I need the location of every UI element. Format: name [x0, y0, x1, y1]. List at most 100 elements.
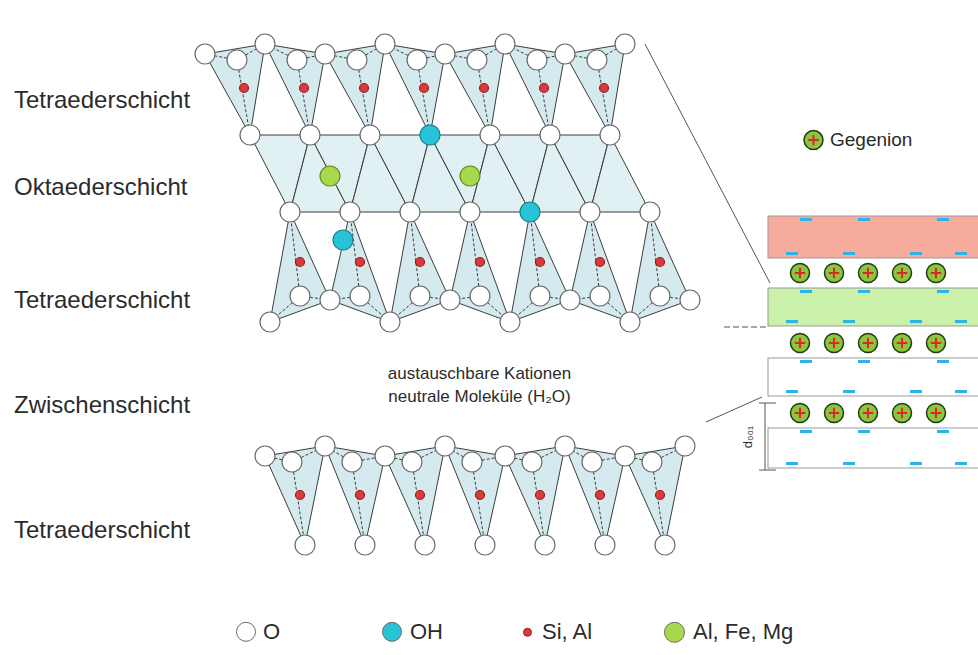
oxygen-atom: [680, 290, 700, 310]
legend-swatch: [664, 621, 685, 642]
plus-sign: [867, 408, 869, 418]
bond-line: [477, 60, 490, 135]
zoom-line: [724, 327, 766, 328]
counter-ion-disc: [859, 264, 878, 283]
silicon-atom: [296, 258, 305, 267]
oxygen-atom: [675, 436, 695, 456]
counter-ion-disc: [893, 404, 912, 423]
oxygen-atom: [402, 452, 422, 472]
plus-sign: [813, 135, 815, 145]
plus-sign: [833, 408, 835, 418]
counter-ion: [825, 334, 844, 353]
counter-ion-disc: [859, 334, 878, 353]
bond-line: [352, 462, 365, 545]
silicon-atom: [536, 491, 545, 500]
silicon-atom: [296, 491, 305, 500]
oxygen-atom: [315, 436, 335, 456]
oxygen-atom: [527, 50, 547, 70]
oxygen-atom: [615, 446, 635, 466]
counter-ion: [791, 404, 810, 423]
oxygen-atom: [360, 125, 380, 145]
legend-text: O: [263, 619, 280, 645]
surface-charge: [800, 218, 812, 221]
layer-label: Oktaederschicht: [14, 173, 187, 202]
oxygen-atom: [500, 312, 520, 332]
oxygen-atom: [475, 535, 495, 555]
counter-ion: [927, 334, 946, 353]
layer-bands: [768, 216, 978, 468]
bond-line: [597, 60, 610, 135]
surface-charge: [955, 320, 967, 323]
surface-charge: [955, 252, 967, 255]
plus-sign: [799, 408, 801, 418]
legend-swatch: [236, 622, 256, 642]
zoom-line: [706, 397, 762, 422]
oxygen-atom: [320, 290, 340, 310]
oxygen-atom: [530, 286, 550, 306]
oxygen-atom: [355, 535, 375, 555]
counter-ion-disc: [893, 334, 912, 353]
spacing-label: d₀₀₁: [740, 426, 756, 448]
oxygen-atom: [342, 452, 362, 472]
surface-charge: [786, 320, 798, 323]
oxygen-atom: [620, 312, 640, 332]
oxygen-atom: [350, 286, 370, 306]
legend-item: OH: [382, 619, 443, 645]
counter-ion-disc: [791, 334, 810, 353]
oxygen-atom: [650, 286, 670, 306]
surface-charge: [800, 430, 812, 433]
bond-line: [532, 462, 545, 545]
legend-text: Gegenion: [830, 129, 912, 152]
oxygen-atom: [240, 125, 260, 145]
surface-charge: [843, 462, 855, 465]
counter-ion-disc: [927, 404, 946, 423]
oxygen-atom: [407, 50, 427, 70]
bond-line: [537, 60, 550, 135]
bond-line: [592, 462, 605, 545]
bond-line: [417, 60, 430, 135]
plus-sign: [901, 268, 903, 278]
counter-ion: [927, 264, 946, 283]
oxygen-atom: [615, 34, 635, 54]
bond-line: [237, 60, 250, 135]
silicon-atom: [476, 491, 485, 500]
surface-charge: [800, 360, 812, 363]
surface-charge: [858, 360, 870, 363]
surface-charge: [955, 390, 967, 393]
oxygen-atom: [440, 290, 460, 310]
counter-ion-disc: [825, 404, 844, 423]
plus-sign: [935, 408, 937, 418]
surface-charge: [843, 252, 855, 255]
oxygen-atom: [347, 50, 367, 70]
counter-ion: [825, 264, 844, 283]
silicon-atom: [360, 84, 369, 93]
hydroxyl-atom: [520, 202, 540, 222]
legend-item: Si, Al: [523, 619, 592, 645]
counter-ion-disc: [825, 334, 844, 353]
silicon-atom: [656, 258, 665, 267]
surface-charge: [843, 320, 855, 323]
legend-item: Al, Fe, Mg: [664, 619, 793, 645]
polyhedron-face: [590, 135, 650, 212]
oxygen-atom: [600, 125, 620, 145]
silicon-atom: [596, 258, 605, 267]
plus-sign: [901, 338, 903, 348]
silicate-layer: [768, 288, 978, 326]
oxygen-atom: [435, 436, 455, 456]
oxygen-atom: [587, 50, 607, 70]
oxygen-atom: [375, 446, 395, 466]
oxygen-atom: [560, 290, 580, 310]
oxygen-atom: [555, 44, 575, 64]
surface-charge: [858, 430, 870, 433]
surface-charge: [910, 462, 922, 465]
atoms: [195, 34, 700, 555]
plus-sign: [799, 268, 801, 278]
counter-ion-disc: [927, 334, 946, 353]
surface-charge: [910, 320, 922, 323]
surface-charge: [800, 290, 812, 293]
counter-ion-disc: [893, 264, 912, 283]
silicon-atom: [420, 84, 429, 93]
counter-ion: [791, 264, 810, 283]
legend-text: Si, Al: [542, 619, 592, 645]
plus-sign: [833, 338, 835, 348]
